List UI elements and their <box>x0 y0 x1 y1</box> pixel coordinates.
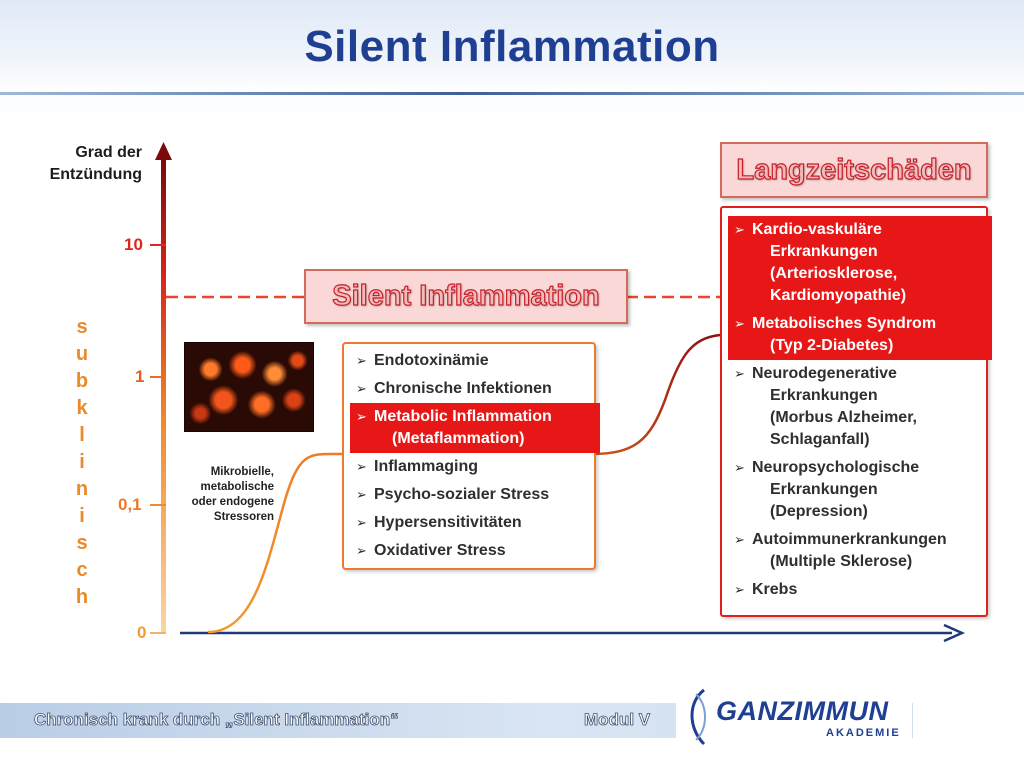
subclinical-letter: h <box>75 586 89 608</box>
list-item: ➢ Krebs <box>734 579 797 601</box>
list-item-text: Hypersensitivitäten <box>374 514 522 531</box>
ember-image <box>184 342 314 432</box>
list-item-text: Neurodegenerative <box>752 365 897 382</box>
subclinical-letter: l <box>79 424 85 446</box>
arrow-bullet-icon: ➢ <box>734 532 745 547</box>
footer-module: Modul V <box>584 710 651 730</box>
list-item-text: Psycho-sozialer Stress <box>374 486 550 503</box>
subclinical-letter: i <box>79 451 85 473</box>
arrow-bullet-icon: ➢ <box>734 366 745 381</box>
arrow-bullet-icon: ➢ <box>356 543 367 558</box>
list-item-text: Autoimmunerkrankungen <box>752 531 947 548</box>
list-item: ➢ Oxidativer Stress <box>356 540 506 562</box>
page-title: Silent Inflammation <box>304 22 720 71</box>
list-item-text: Chronische Infektionen <box>374 380 552 397</box>
subclinical-letter: k <box>76 397 88 419</box>
subclinical-letter: i <box>79 505 85 527</box>
stressor-line: Mikrobielle, <box>210 466 274 478</box>
list-item-text: (Metaflammation) <box>392 430 525 447</box>
arrow-bullet-icon: ➢ <box>356 409 367 424</box>
list-item-text: (Multiple Sklerose) <box>770 553 913 570</box>
causes-list-box <box>342 342 596 570</box>
langzeitschaeden-banner: Langzeitschäden <box>720 142 988 198</box>
arrow-bullet-icon: ➢ <box>356 381 367 396</box>
list-item-text: Oxidativer Stress <box>374 542 506 559</box>
stressor-line: oder endogene <box>191 496 274 508</box>
list-item: ➢ Chronische Infektionen <box>356 378 552 400</box>
list-item: ➢ Metabolisches Syndrom (Typ 2-Diabetes) <box>734 313 936 357</box>
list-item: ➢ Inflammaging <box>356 456 478 478</box>
list-item-text: Krebs <box>752 581 798 598</box>
list-item-text: (Morbus Alzheimer, <box>770 409 917 426</box>
tick-label: 0,1 <box>118 495 142 514</box>
list-item-text: Erkrankungen <box>770 387 878 404</box>
tick-label: 10 <box>124 235 143 254</box>
list-item-text: Kardio-vaskuläre <box>752 221 882 238</box>
list-item-text: (Depression) <box>770 503 868 520</box>
list-item-text: Metabolisches Syndrom <box>752 315 937 332</box>
subclinical-letter: n <box>75 478 89 500</box>
logo-subtext: AKADEMIE <box>826 727 901 739</box>
list-item-text: Neuropsychologische <box>752 459 920 476</box>
list-item-text: Erkrankungen <box>770 481 878 498</box>
y-axis <box>161 158 166 634</box>
inflammation-curve <box>207 333 721 634</box>
list-item: ➢ Endotoxinämie <box>356 350 489 372</box>
arrow-bullet-icon: ➢ <box>734 222 745 237</box>
header-divider <box>0 92 1024 95</box>
y-axis-arrow <box>155 142 172 160</box>
highlight-band <box>350 403 600 453</box>
x-axis-arrow <box>943 623 966 643</box>
list-item-text: Endotoxinämie <box>374 352 489 369</box>
subclinical-letter: b <box>75 370 89 392</box>
subclinical-letter: s <box>76 316 88 338</box>
arrow-bullet-icon: ➢ <box>734 316 745 331</box>
list-item: ➢ Hypersensitivitäten <box>356 512 522 534</box>
list-item-text: Inflammaging <box>374 458 479 475</box>
logo-text: GANZIMMUN <box>716 696 889 726</box>
silent-inflammation-banner: Silent Inflammation <box>304 269 628 324</box>
subclinical-letter: s <box>76 532 88 554</box>
tick-label: 0 <box>137 623 147 642</box>
logo <box>676 686 912 748</box>
arrow-bullet-icon: ➢ <box>356 459 367 474</box>
logo-helix-icon <box>690 688 706 746</box>
arrow-bullet-icon: ➢ <box>356 353 367 368</box>
list-item-text: Kardiomyopathie) <box>770 287 907 304</box>
arrow-bullet-icon: ➢ <box>356 487 367 502</box>
arrow-bullet-icon: ➢ <box>734 582 745 597</box>
stressor-line: metabolische <box>200 481 275 493</box>
y-axis-label: Grad der Entzündung <box>49 144 142 183</box>
list-item: ➢ Metabolic Inflammation (Metaflammation) <box>356 406 552 450</box>
header-band <box>0 0 1024 92</box>
subclinical-letter: u <box>75 343 89 365</box>
list-item-text: Erkrankungen <box>770 243 878 260</box>
stressor-line: Stressoren <box>213 511 274 523</box>
tick-label: 1 <box>135 367 145 386</box>
arrow-bullet-icon: ➢ <box>734 460 745 475</box>
footer-title: Chronisch krank durch „Silent Inflammati… <box>34 710 399 730</box>
highlight-band <box>728 216 992 310</box>
list-item-text: (Typ 2-Diabetes) <box>770 337 894 354</box>
arrow-bullet-icon: ➢ <box>356 515 367 530</box>
list-item: ➢ Psycho-sozialer Stress <box>356 484 549 506</box>
list-item: ➢ Autoimmunerkrankungen (Multiple Sklerose… <box>734 529 947 573</box>
list-item-text: Schlaganfall) <box>770 431 870 448</box>
list-item-text: (Arteriosklerose, <box>770 265 898 282</box>
subclinical-letter: c <box>76 559 88 581</box>
highlight-band <box>728 310 992 360</box>
list-item-text: Metabolic Inflammation <box>374 408 552 425</box>
